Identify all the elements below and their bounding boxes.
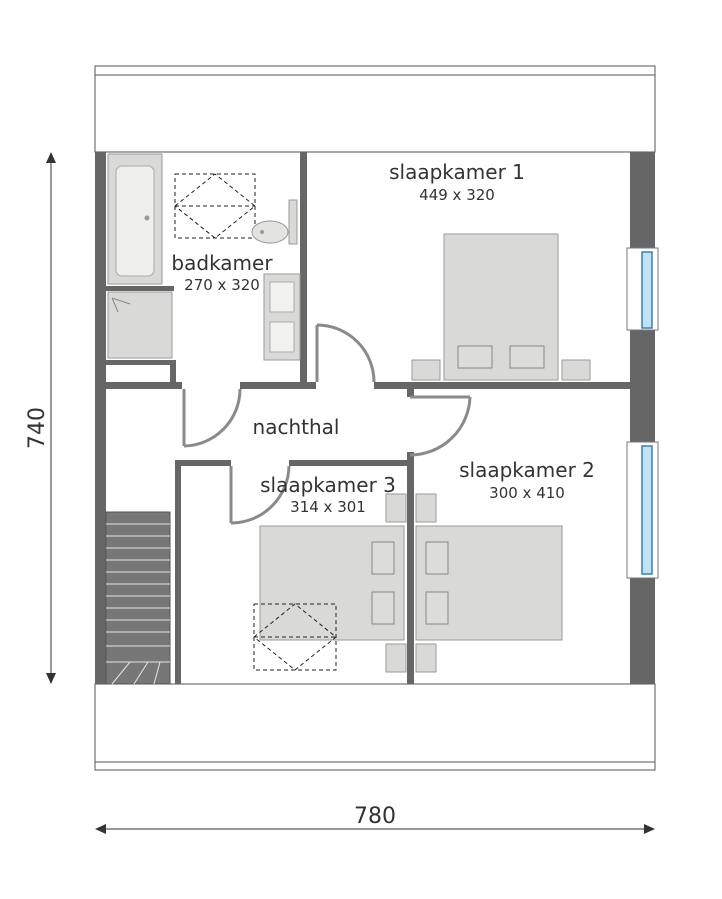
window-lower [626,441,659,579]
staircase [105,511,171,685]
skylight-bathroom [174,173,256,239]
width-dimension-label: 780 [354,804,396,829]
room-name-slaapkamer2: slaapkamer 2 [459,458,595,482]
width-dimension-arrow [95,824,655,834]
exterior-walls [95,152,655,684]
room-name-badkamer: badkamer [171,251,273,275]
window-upper [626,247,659,331]
shower-icon [107,291,173,359]
bed-slaapkamer1 [411,233,591,381]
bed-slaapkamer2 [415,493,563,673]
door-slaapkamer1 [315,323,376,383]
room-name-nachthal: nachthal [253,415,340,439]
room-size-slaapkamer3: 314 x 301 [290,498,366,516]
sink-icon [263,273,301,361]
door-badkamer [182,388,242,448]
room-size-badkamer: 270 x 320 [184,276,260,294]
height-dimension-arrow [46,152,56,684]
roof-top [94,65,656,153]
height-dimension-label: 740 [25,407,50,449]
interior-walls [106,152,630,684]
door-slaapkamer2 [409,395,472,457]
bed-slaapkamer3 [259,493,407,673]
room-name-slaapkamer3: slaapkamer 3 [260,473,396,497]
bathtub-icon [107,153,163,285]
toilet-icon [251,199,298,245]
room-name-slaapkamer1: slaapkamer 1 [389,160,525,184]
room-size-slaapkamer2: 300 x 410 [489,484,565,502]
room-size-slaapkamer1: 449 x 320 [419,186,495,204]
door-slaapkamer3 [229,465,291,525]
skylight-slaapkamer3 [253,603,337,671]
roof-bottom [94,683,656,771]
